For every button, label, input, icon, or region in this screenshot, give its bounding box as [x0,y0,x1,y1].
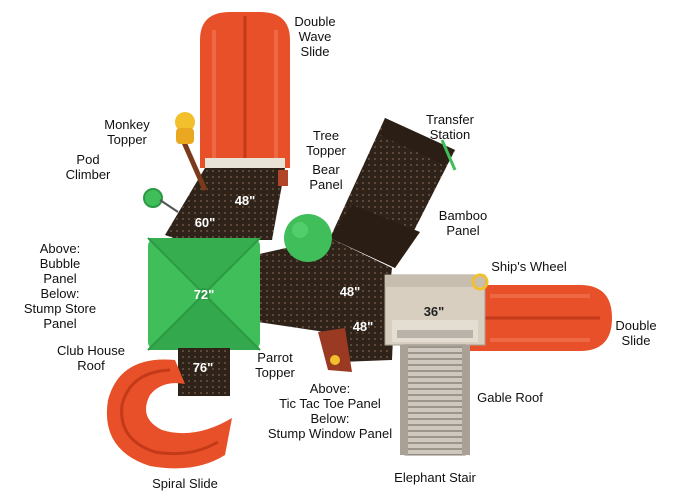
gable-roof [384,274,486,346]
deck-height-center: 48" [340,284,361,299]
label-tree-topper: Tree Topper [306,128,346,158]
label-pod-climber: Pod Climber [65,152,111,182]
club-house-roof [147,237,261,351]
deck-height-lower-center: 48" [353,319,374,334]
monkey-topper [175,112,208,192]
left-deck [165,168,255,258]
label-double-wave-slide: Double Wave Slide [294,14,336,59]
label-tic-tac-stump-window: Above: Tic Tac Toe Panel Below: Stump Wi… [267,381,393,441]
label-bubble-stump-store: Above: Bubble Panel Below: Stump Store P… [23,241,97,331]
label-bamboo-panel: Bamboo Panel [438,208,488,238]
spiral-deck [178,348,230,396]
tree-topper [284,214,332,262]
parrot-topper [318,328,352,372]
label-ships-wheel: Ship's Wheel [491,259,567,274]
label-transfer-station: Transfer Station [426,112,474,142]
double-slide [470,285,612,351]
label-elephant-stair: Elephant Stair [394,470,476,485]
ships-wheel [471,273,489,291]
label-parrot-topper: Parrot Topper [255,350,295,380]
bamboo-panel-deck [330,205,420,268]
double-wave-slide [200,12,290,170]
pod-climber [143,188,179,213]
label-double-slide: Double Slide [615,318,657,348]
deck-height-top: 48" [235,193,256,208]
label-monkey-topper: Monkey Topper [104,117,150,147]
label-spiral-slide: Spiral Slide [152,476,218,491]
label-bear-panel: Bear Panel [309,162,343,192]
spiral-slide [106,359,232,469]
elephant-stair [400,344,470,456]
label-club-house-roof: Club House Roof [57,343,125,373]
deck-height-spiral: 76" [193,360,214,375]
bear-panel [278,170,288,186]
deck-height-gable: 36" [424,304,445,319]
label-gable-roof: Gable Roof [477,390,543,405]
deck-height-clubhouse: 72" [194,287,215,302]
deck-height-left: 60" [195,215,216,230]
